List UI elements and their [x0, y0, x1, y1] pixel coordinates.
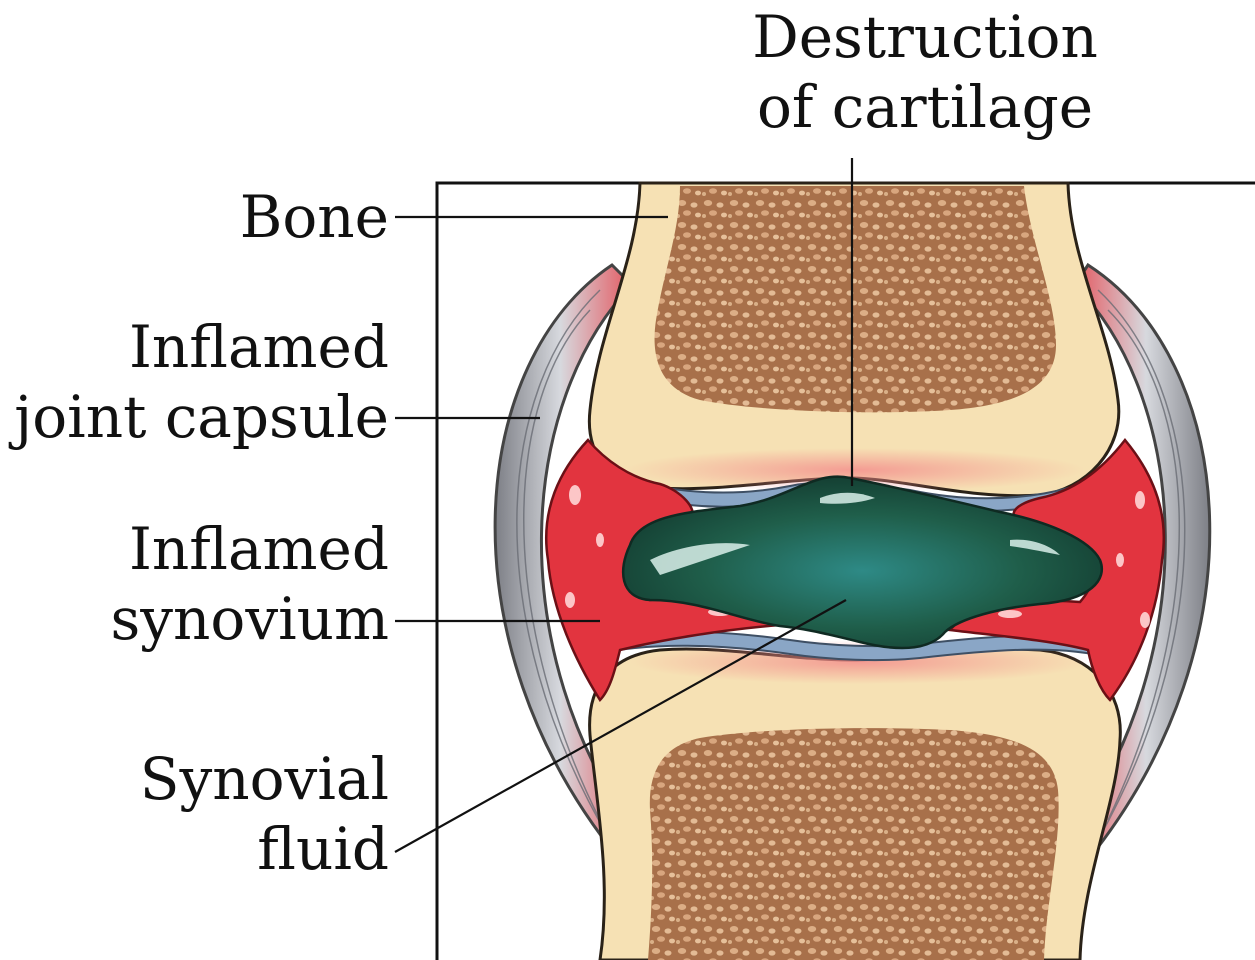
label-inflamed-synovium: Inflamed synovium [111, 514, 389, 654]
label-bone-text: Bone [240, 182, 389, 252]
label-bone: Bone [240, 182, 389, 252]
label-destruction-line2: of cartilage [700, 72, 1150, 142]
label-inflamed-joint-capsule: Inflamed joint capsule [14, 312, 389, 452]
label-fluid-line2: fluid [140, 814, 389, 884]
label-destruction-of-cartilage: Destruction of cartilage [700, 2, 1150, 142]
label-capsule-line2: joint capsule [14, 382, 389, 452]
label-synovium-line2: synovium [111, 584, 389, 654]
lower-marrow [648, 728, 1059, 960]
label-synovial-fluid: Synovial fluid [140, 744, 389, 884]
label-capsule-line1: Inflamed [14, 312, 389, 382]
label-fluid-line1: Synovial [140, 744, 389, 814]
upper-marrow [655, 186, 1056, 412]
label-synovium-line1: Inflamed [111, 514, 389, 584]
label-destruction-line1: Destruction [700, 2, 1150, 72]
